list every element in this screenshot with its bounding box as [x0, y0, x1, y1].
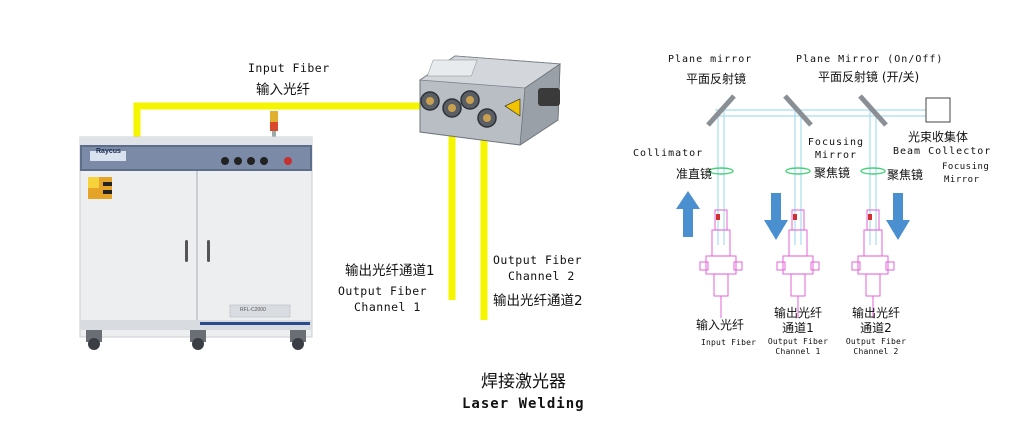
output-2-label-en-1: Output Fiber — [845, 337, 907, 346]
collimator-label-en: Collimator — [633, 148, 704, 159]
beam-collector-label-en: Beam Collector — [893, 146, 992, 157]
optical-schematic — [676, 94, 951, 318]
channel-2-label-zh: 输出光纤通道2 — [493, 293, 583, 309]
input-fiber-diagram-label-zh: 输入光纤 — [696, 318, 745, 332]
beam-switch-unit — [418, 55, 562, 146]
output-1-label-zh-1: 输出光纤 — [773, 306, 822, 320]
collimator-label-zh: 准直镜 — [676, 167, 713, 181]
cabinet-model-label: RFL-C2000 — [240, 307, 266, 313]
focusing-mirror-right-label-en-1: Focusing — [942, 162, 990, 172]
fiber-head-output-2 — [851, 209, 895, 318]
cabinet-brand-label: Raycus — [96, 148, 121, 155]
input-fiber-line — [133, 102, 425, 140]
output-1-label-en-1: Output Fiber — [767, 337, 829, 346]
plane-mirror-3 — [858, 94, 888, 127]
channel-2-label-en-2: Channel 2 — [508, 269, 575, 283]
channel-2-label-en-1: Output Fiber — [493, 253, 583, 267]
fiber-head-input — [699, 209, 743, 318]
output-2-label-zh-2: 通道2 — [860, 321, 892, 335]
caption-en: Laser Welding — [462, 396, 585, 412]
channel-1-label-en-1: Output Fiber — [338, 284, 428, 298]
focusing-lens-2 — [860, 167, 886, 175]
caption-zh: 焊接激光器 — [481, 372, 566, 392]
arrow-down-2 — [886, 193, 910, 240]
channel-1-label-en-2: Channel 1 — [354, 300, 421, 314]
output-1-label-zh-2: 通道1 — [782, 321, 814, 335]
input-fiber-label-zh: 输入光纤 — [256, 82, 310, 98]
channel-1-label-zh: 输出光纤通道1 — [345, 263, 435, 279]
focusing-mirror-right-label-zh: 聚焦镜 — [887, 168, 924, 182]
output-2-label-en-2: Channel 2 — [853, 347, 899, 356]
focusing-lens-1 — [785, 167, 811, 175]
plane-mirror-label-zh: 平面反射镜 — [686, 72, 747, 86]
fiber-head-output-1 — [776, 209, 820, 318]
output-2-label-zh-1: 输出光纤 — [851, 306, 900, 320]
output-1-label-en-2: Channel 1 — [775, 347, 821, 356]
yellow-fiber-lines — [133, 102, 488, 320]
focusing-mirror-mid-label-en-2: Mirror — [814, 150, 858, 161]
beam-collector-label-zh: 光束收集体 — [908, 130, 969, 144]
focusing-mirror-right-label-en-2: Mirror — [944, 175, 980, 185]
input-fiber-diagram-label-en: Input Fiber — [701, 338, 757, 347]
collimator-lens — [708, 167, 734, 175]
plane-mirror-1 — [706, 94, 736, 127]
beam-collector-box — [925, 97, 951, 123]
input-fiber-label-en: Input Fiber — [248, 61, 330, 75]
arrow-down-1 — [764, 193, 788, 240]
focusing-mirror-mid-label-zh: 聚焦镜 — [814, 166, 851, 180]
plane-mirror-label-en: Plane mirror — [668, 54, 753, 65]
plane-mirror-switch-label-en: Plane Mirror (On/Off) — [796, 54, 944, 65]
beam-paths — [715, 109, 930, 245]
arrow-up — [676, 191, 700, 237]
focusing-mirror-mid-label-en-1: Focusing — [807, 137, 865, 148]
plane-mirror-2 — [783, 94, 813, 127]
laser-cabinet — [79, 111, 313, 350]
plane-mirror-switch-label-zh: 平面反射镜 (开/关) — [818, 70, 920, 84]
